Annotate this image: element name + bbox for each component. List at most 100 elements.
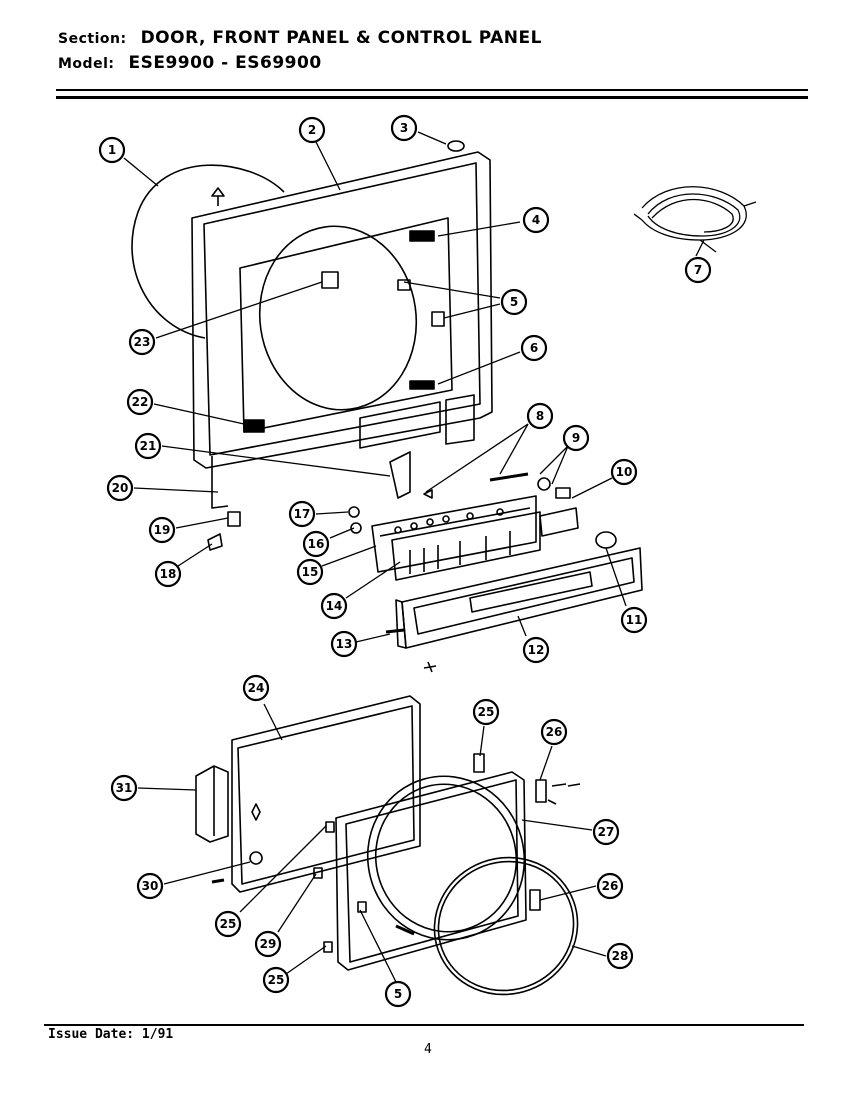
svg-text:18: 18 [160, 567, 177, 581]
svg-text:19: 19 [154, 523, 171, 537]
callout-27: 27 [592, 818, 620, 846]
svg-text:10: 10 [616, 465, 633, 479]
trim-strip-drawing [539, 507, 579, 537]
issue-date: Issue Date: 1/91 [48, 1027, 174, 1042]
svg-text:24: 24 [248, 681, 265, 695]
section-label: Section: [58, 31, 127, 47]
callout-7: 7 [684, 256, 712, 284]
svg-text:20: 20 [112, 481, 129, 495]
callout-10: 10 [610, 458, 638, 486]
leader-lines [123, 131, 705, 983]
door-switch-drawing [321, 271, 339, 289]
svg-text:4: 4 [532, 213, 540, 227]
callout-15: 15 [296, 558, 324, 586]
front-panel-drawing [191, 151, 493, 509]
svg-text:15: 15 [302, 565, 319, 579]
callout-13: 13 [330, 630, 358, 658]
wire-link-drawing [489, 472, 529, 482]
callout-22: 22 [126, 388, 154, 416]
callout-24: 24 [242, 674, 270, 702]
svg-text:2: 2 [308, 123, 316, 137]
door-gasket-drawing [433, 856, 579, 996]
svg-text:3: 3 [400, 121, 408, 135]
pushbutton-drawing [537, 477, 551, 491]
model-numbers: ESE9900 - ES69900 [128, 53, 322, 73]
callout-25-top: 25 [472, 698, 500, 726]
wire-harness-drawing [633, 186, 757, 253]
svg-text:25: 25 [478, 705, 495, 719]
callout-4: 4 [522, 206, 550, 234]
callout-6: 6 [520, 334, 548, 362]
svg-text:5: 5 [394, 987, 402, 1001]
inner-door-panel-drawing [231, 695, 421, 893]
svg-text:27: 27 [598, 825, 615, 839]
svg-text:16: 16 [308, 537, 325, 551]
outer-door-drawing [313, 771, 527, 971]
svg-text:8: 8 [536, 409, 544, 423]
switch-clip-drawing [447, 140, 465, 152]
section-heading: Section: DOOR, FRONT PANEL & CONTROL PANE… [58, 28, 542, 48]
svg-text:25: 25 [268, 973, 285, 987]
callout-18: 18 [154, 560, 182, 588]
section-title: DOOR, FRONT PANEL & CONTROL PANEL [140, 28, 542, 48]
callout-17: 17 [288, 500, 316, 528]
callout-26-right: 26 [596, 872, 624, 900]
callout-30: 30 [136, 872, 164, 900]
model-label: Model: [58, 56, 115, 72]
footer-rule [44, 1024, 804, 1026]
callout-12: 12 [522, 636, 550, 664]
callout-3: 3 [390, 114, 418, 142]
callout-14: 14 [320, 592, 348, 620]
svg-text:25: 25 [220, 917, 237, 931]
callout-25-bottom: 25 [262, 966, 290, 994]
callout-26-top: 26 [540, 718, 568, 746]
screw-drawing [211, 187, 225, 206]
callout-28: 28 [606, 942, 634, 970]
clip-10-drawing [555, 487, 571, 499]
callout-9: 9 [562, 424, 590, 452]
callout-1: 1 [98, 136, 126, 164]
svg-text:11: 11 [626, 613, 643, 627]
door-handle-drawing [195, 765, 229, 843]
control-knob-drawing [595, 531, 617, 549]
callout-23: 23 [128, 328, 156, 356]
svg-text:9: 9 [572, 431, 580, 445]
washer-16-drawing [350, 522, 362, 534]
svg-text:13: 13 [336, 637, 353, 651]
svg-text:29: 29 [260, 937, 277, 951]
callout-16: 16 [302, 530, 330, 558]
screw-30-drawing [211, 878, 225, 884]
screw-lower-drawing [423, 661, 437, 673]
bracket-19-drawing [227, 511, 241, 527]
latch-strike-drawing [529, 889, 541, 911]
door-seal-ring-drawing [131, 164, 285, 339]
hinge-clip-lower-drawing [431, 311, 445, 327]
svg-text:7: 7 [694, 263, 702, 277]
switch-bank-drawing [391, 511, 541, 581]
hinge-clip-upper-drawing [397, 279, 411, 291]
hinge-screws-drawing [547, 783, 581, 805]
callout-19: 19 [148, 516, 176, 544]
callout-2: 2 [298, 116, 326, 144]
svg-text:21: 21 [140, 439, 157, 453]
callout-31: 31 [110, 774, 138, 802]
svg-text:6: 6 [530, 341, 538, 355]
svg-text:14: 14 [326, 599, 343, 613]
page-number: 4 [424, 1042, 432, 1057]
svg-text:5: 5 [510, 295, 518, 309]
lamp-socket-drawing [423, 489, 433, 499]
callout-8: 8 [526, 402, 554, 430]
model-heading: Model: ESE9900 - ES69900 [58, 53, 322, 73]
callout-25-left: 25 [214, 910, 242, 938]
svg-text:22: 22 [132, 395, 149, 409]
callout-balloons: 1 2 3 4 5 6 7 8 9 10 11 12 13 14 15 16 1… [98, 114, 712, 1008]
control-panel-drawing [395, 547, 643, 649]
svg-text:12: 12 [528, 643, 545, 657]
svg-text:26: 26 [546, 725, 563, 739]
callout-20: 20 [106, 474, 134, 502]
callout-11: 11 [620, 606, 648, 634]
callout-21: 21 [134, 432, 162, 460]
hinge-26-drawing [535, 779, 547, 803]
holder-18-drawing [207, 533, 223, 551]
